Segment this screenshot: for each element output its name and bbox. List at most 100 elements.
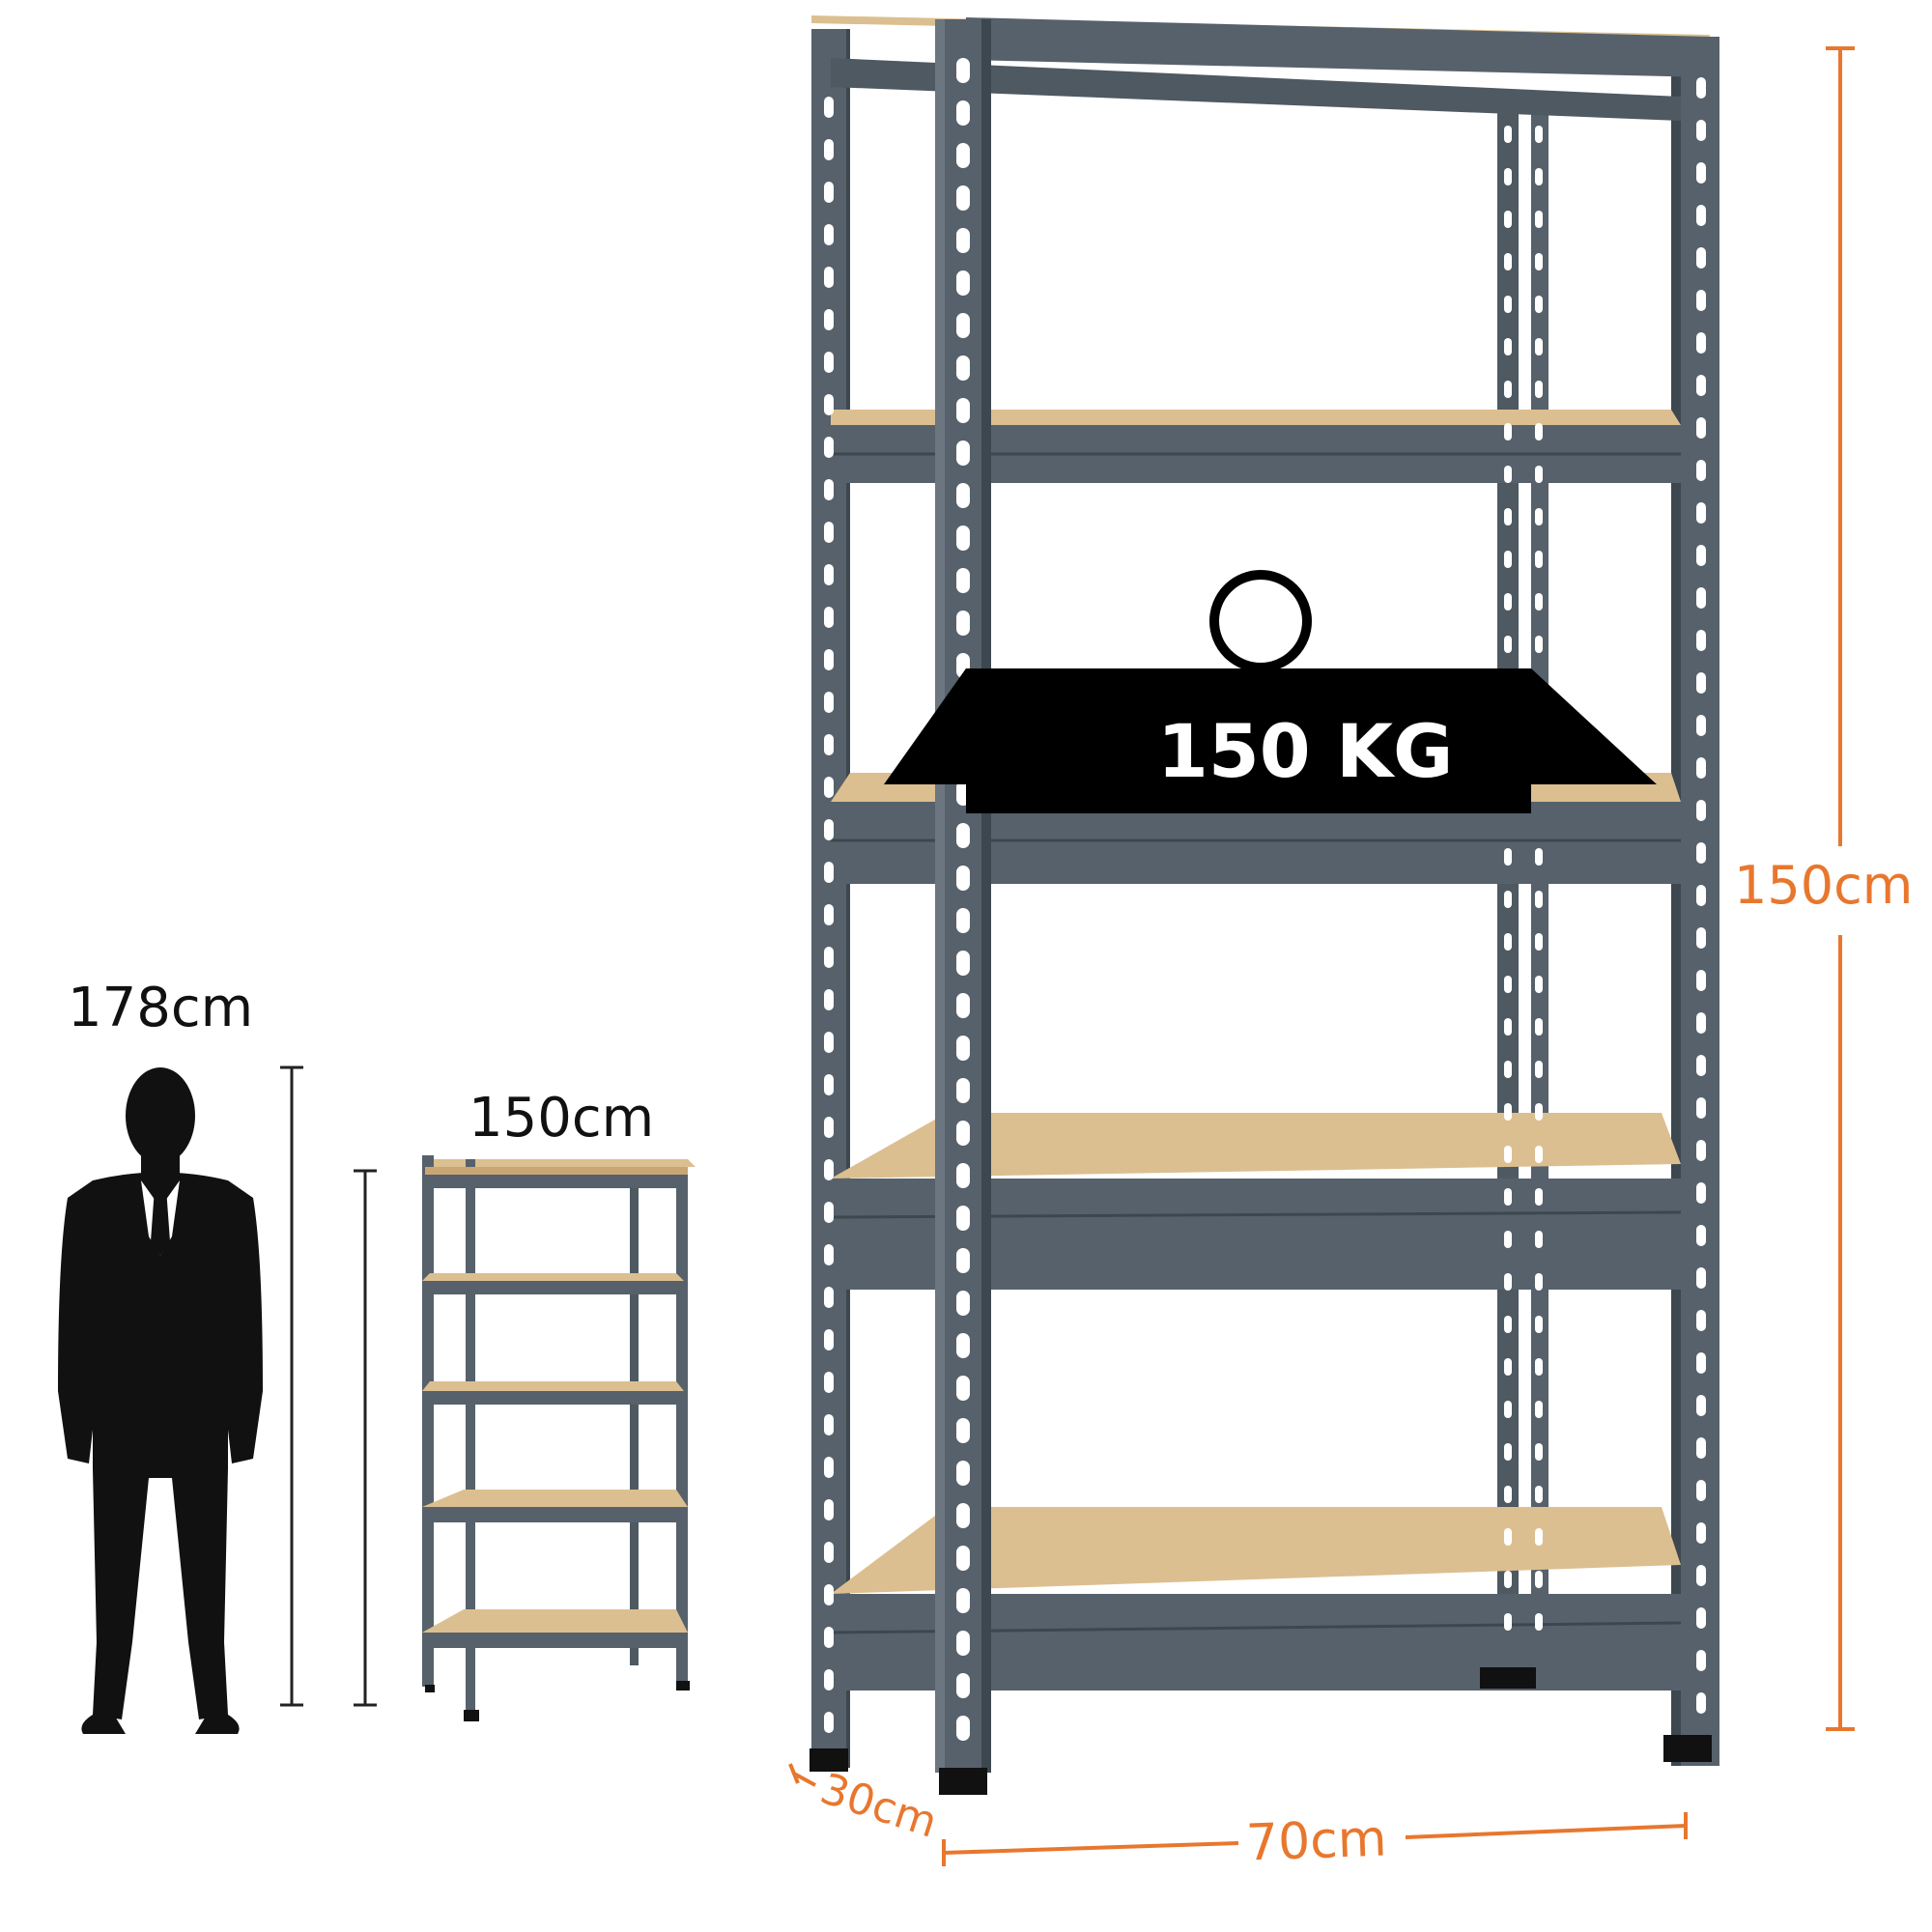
upright-slot (956, 1206, 970, 1231)
upright-slot (956, 185, 970, 211)
foot-front-right (1663, 1735, 1712, 1762)
upright-slot (1696, 1097, 1706, 1119)
upright-slot (956, 1546, 970, 1571)
upright-slot (1504, 1571, 1512, 1588)
upright-slot (1535, 1146, 1543, 1163)
upright-slot (1535, 1061, 1543, 1078)
upright-slot (824, 862, 834, 883)
upright-slot (1535, 1018, 1543, 1036)
upright-slot (1504, 211, 1512, 228)
upright-slot (1504, 168, 1512, 185)
upright-slot (1535, 1273, 1543, 1291)
upright-slot (956, 313, 970, 338)
upright-slot (1504, 338, 1512, 355)
upright-slot (824, 1287, 834, 1308)
upright-slot (1696, 1522, 1706, 1544)
upright-slot (956, 1631, 970, 1656)
upright-slot (824, 564, 834, 585)
upright-slot (824, 947, 834, 968)
upright-slot (1535, 891, 1543, 908)
upright-slot (956, 228, 970, 253)
upright-slot (1535, 508, 1543, 526)
upright-slot (824, 1414, 834, 1435)
upright-slot (1696, 1437, 1706, 1459)
upright-slot (1504, 423, 1512, 440)
upright-slot (1504, 126, 1512, 143)
upright-slot (824, 692, 834, 713)
upright-slot (1504, 1273, 1512, 1291)
height-dimension-line (1826, 46, 1855, 1731)
upright-slot (824, 1117, 834, 1138)
upright-slot (1696, 1480, 1706, 1501)
upright-slot (1696, 1012, 1706, 1034)
upright-slot (1535, 126, 1543, 143)
upright-slot (1696, 885, 1706, 906)
upright-slot (824, 224, 834, 245)
upright-slot (956, 823, 970, 848)
person-silhouette-icon (58, 1067, 263, 1734)
upright-slot (824, 904, 834, 925)
upright-slot (1696, 77, 1706, 99)
upright-slot (824, 1627, 834, 1648)
upright-slot (1535, 253, 1543, 270)
upright-slot (956, 1503, 970, 1528)
upright-slot (1535, 636, 1543, 653)
shirt-and-tie (141, 1180, 180, 1256)
upright-slot (1535, 168, 1543, 185)
upright-slot (824, 777, 834, 798)
upright-slot (1535, 1486, 1543, 1503)
upright-slot (1535, 1401, 1543, 1418)
upright-slot (1535, 1613, 1543, 1631)
width-dimension-line (942, 1812, 1688, 1866)
upright-slot (824, 1329, 834, 1350)
upright-slot (1504, 551, 1512, 568)
upright-slot (1696, 1650, 1706, 1671)
upright-slot (1504, 593, 1512, 611)
upright-slot (1535, 1358, 1543, 1376)
upright-slot (1535, 1231, 1543, 1248)
upright-slot (956, 993, 970, 1018)
upright-slot (956, 1588, 970, 1613)
upright-slot (1504, 1018, 1512, 1036)
upright-slot (1696, 1267, 1706, 1289)
upright-slot (1535, 593, 1543, 611)
small-shelf-board-2 (422, 1273, 685, 1294)
upright-slot (956, 1248, 970, 1273)
upright-slot (956, 1418, 970, 1443)
upright-slot (1696, 587, 1706, 609)
small-shelf-unit (422, 1155, 696, 1721)
upright-slot (824, 819, 834, 840)
upright-slots (824, 58, 1706, 1741)
upright-slot (1696, 1565, 1706, 1586)
upright-slot (1504, 1231, 1512, 1248)
upright-slot (956, 58, 970, 83)
upright-slot (1504, 1401, 1512, 1418)
small-shelf-board-4 (422, 1490, 688, 1522)
upright-slot (1504, 976, 1512, 993)
upright-slot (956, 1716, 970, 1741)
upright-slot (956, 1078, 970, 1103)
upright-slot (1504, 381, 1512, 398)
upright-slot (1535, 1528, 1543, 1546)
upright-slot (1696, 247, 1706, 269)
upright-slot (1696, 715, 1706, 736)
upright-slot (824, 1584, 834, 1605)
upright-slot (824, 97, 834, 118)
upright-slot (956, 568, 970, 593)
upright-slot (1504, 1443, 1512, 1461)
upright-slot (1696, 1055, 1706, 1076)
upright-slot (1535, 933, 1543, 951)
upright-slot (824, 989, 834, 1010)
upright-slot (824, 352, 834, 373)
load-capacity-label: 150 KG (1157, 708, 1454, 794)
upright-slot (1696, 1182, 1706, 1204)
upright-slot (1696, 1395, 1706, 1416)
upright-slot (824, 1669, 834, 1690)
upright-slot (1696, 460, 1706, 481)
upright-slot (1696, 800, 1706, 821)
upright-slot (1535, 338, 1543, 355)
upright-slot (1504, 933, 1512, 951)
upright-slot (1696, 1692, 1706, 1714)
upright-slot (956, 1376, 970, 1401)
